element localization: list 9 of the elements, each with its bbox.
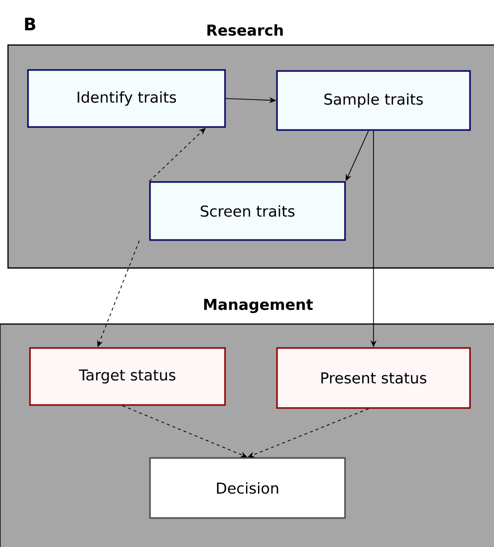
process-box: Decision	[149, 457, 346, 519]
process-box: Identify traits	[27, 69, 226, 128]
process-box: Target status	[29, 347, 226, 406]
process-box: Screen traits	[149, 181, 346, 241]
panel-letter: B	[25, 18, 36, 30]
band-heading: Management	[204, 298, 313, 314]
process-box: Present status	[276, 347, 471, 409]
process-box: Sample traits	[276, 70, 471, 131]
band-heading: Research	[207, 24, 283, 36]
